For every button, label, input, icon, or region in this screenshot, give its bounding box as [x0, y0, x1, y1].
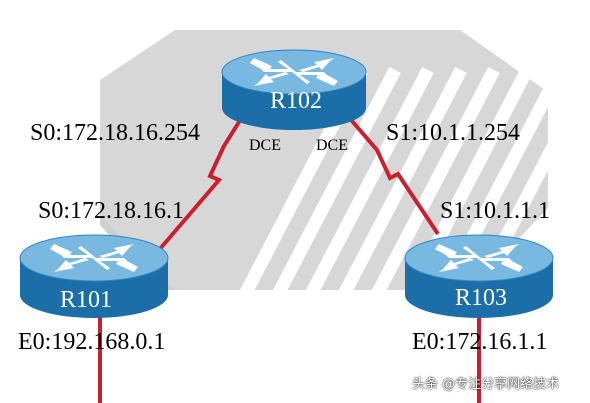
interface-label-r101-e0: E0:192.168.0.1: [18, 329, 166, 355]
dce-label-right: DCE: [316, 137, 348, 154]
dce-label-left: DCE: [249, 137, 281, 154]
router-icon: [435, 244, 523, 272]
router-name-r103: R103: [455, 285, 508, 311]
router-icon: [250, 58, 338, 86]
router-icon: [50, 244, 138, 272]
interface-label-r102-s1: S1:10.1.1.254: [386, 120, 521, 146]
router-r102[interactable]: [221, 49, 367, 130]
serial-link-r102-r103: [344, 112, 440, 236]
router-name-r102: R102: [270, 88, 323, 114]
interface-label-r103-s1: S1:10.1.1.1: [440, 198, 551, 224]
serial-link-r102-r101: [157, 112, 246, 252]
interface-label-r103-e0: E0:172.16.1.1: [412, 329, 548, 355]
interface-label-r102-s0: S0:172.18.16.254: [30, 120, 201, 146]
router-r101[interactable]: [19, 234, 169, 318]
interface-label-r101-s0: S0:172.18.16.1: [38, 198, 185, 224]
router-name-r101: R101: [60, 287, 113, 313]
router-r103[interactable]: [404, 234, 554, 318]
watermark-text: 头条 @专注分享网络技术: [412, 377, 560, 392]
